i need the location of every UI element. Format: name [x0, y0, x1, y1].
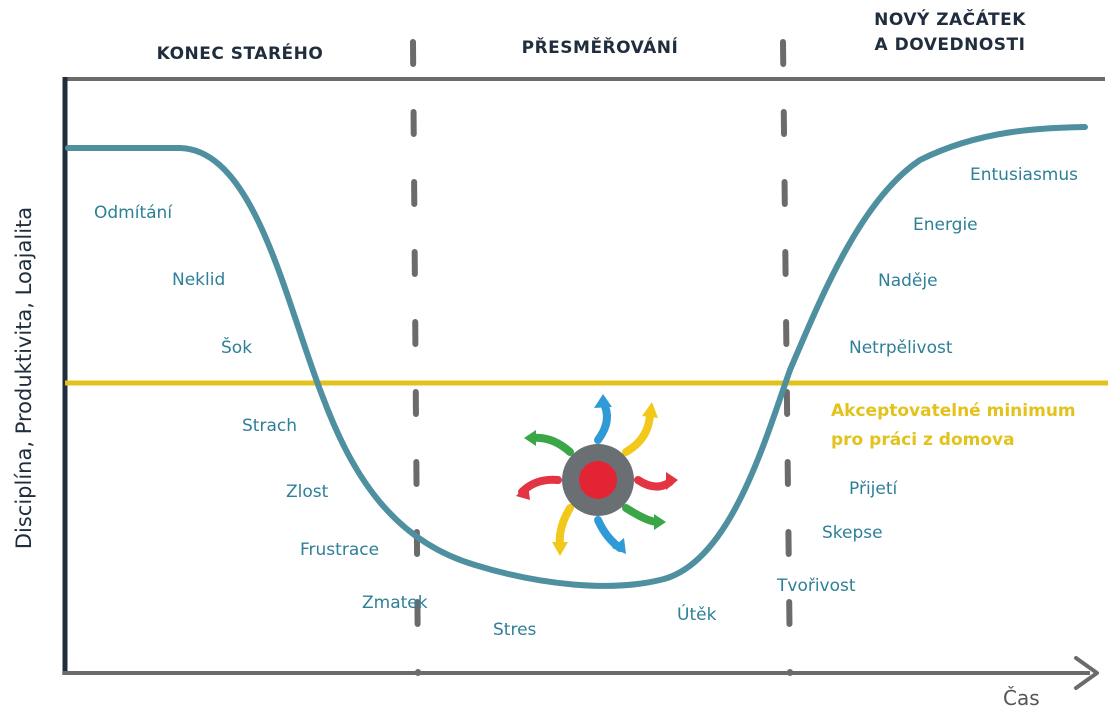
minimum-caption: Akceptovatelné minimum pro práci z domov…	[831, 397, 1076, 455]
label-entusiasmus: Entusiasmus	[970, 165, 1079, 185]
minimum-caption-line2: pro práci z domova	[831, 430, 1015, 450]
phase-divider-left	[410, 39, 421, 676]
label-odmitani: Odmítání	[94, 203, 173, 223]
label-tvorivost: Tvořivost	[777, 576, 856, 596]
phase-new-title-line1: NOVÝ ZAČÁTEK	[874, 10, 1026, 30]
minimum-caption-line1: Akceptovatelné minimum	[831, 401, 1076, 421]
phase-ending-title: KONEC STARÉHO	[156, 44, 324, 64]
label-frustrace: Frustrace	[300, 540, 380, 560]
phase-new-title-line2: A DOVEDNOSTI	[874, 35, 1026, 55]
phase-new-title: NOVÝ ZAČÁTEK A DOVEDNOSTI	[820, 8, 1080, 58]
label-neklid: Neklid	[172, 270, 226, 290]
label-energie: Energie	[913, 215, 978, 235]
label-strach: Strach	[242, 416, 297, 436]
label-sok: Šok	[221, 338, 253, 358]
x-axis-arrowhead	[1074, 656, 1099, 690]
label-prijeti: Přijetí	[849, 479, 898, 499]
y-axis-label: Disciplína, Produktivita, Loajalita	[12, 206, 36, 550]
turmoil-icon	[516, 394, 678, 556]
label-utek: Útěk	[677, 605, 717, 625]
x-axis-label: Čas	[1003, 686, 1040, 710]
label-zmatek: Zmatek	[362, 593, 428, 613]
label-netrpelivost: Netrpělivost	[849, 338, 953, 358]
label-stres: Stres	[493, 620, 537, 640]
label-skepse: Skepse	[822, 523, 883, 543]
label-nadeje: Naděje	[878, 271, 938, 291]
label-zlost: Zlost	[286, 482, 329, 502]
phase-redirect-title: PŘESMĚŘOVÁNÍ	[521, 38, 679, 58]
change-curve	[65, 124, 1088, 589]
